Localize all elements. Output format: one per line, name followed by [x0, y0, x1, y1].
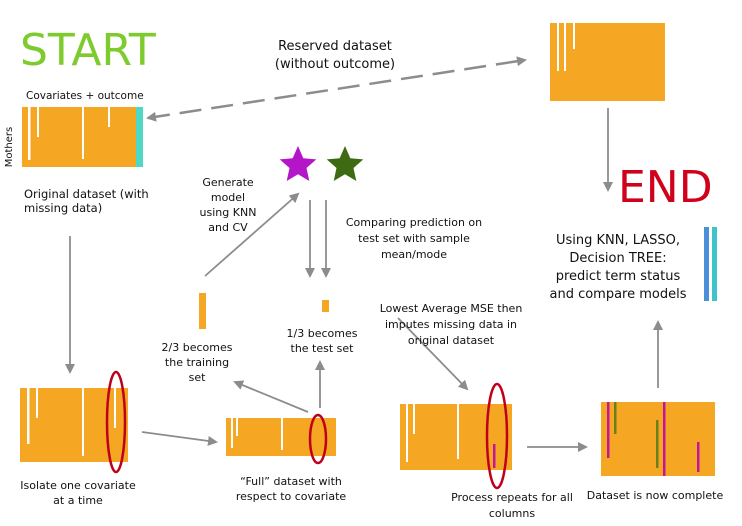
lowest-mse-label: Lowest Average MSE then imputes missing … [379, 302, 523, 347]
using-models-label: Using KNN, LASSO, Decision TREE: predict… [549, 233, 687, 302]
comparing-label: Comparing prediction on test set with sa… [345, 216, 483, 261]
model-bar-blue [704, 227, 709, 301]
test-set-bar [322, 300, 329, 312]
isolate-covariate-block [20, 370, 128, 474]
training-set-bar [199, 293, 206, 329]
test-set-label: 1/3 becomes the test set [286, 327, 358, 355]
complete-label: Dataset is now complete [586, 489, 724, 502]
complete-dataset-block [601, 402, 715, 476]
training-set-label: 2/3 becomes the training set [161, 341, 233, 384]
full-dataset-block [226, 413, 336, 465]
covariates-label: Covariates + outcome [26, 90, 144, 102]
mothers-label: Mothers [4, 126, 15, 168]
original-dataset-label: Original dataset (with missing data) [24, 187, 149, 215]
generate-model-label: Generate model using KNN and CV [199, 176, 257, 234]
star-icon-purple [279, 146, 317, 181]
isolate-covariate-label: Isolate one covariate at a time [20, 479, 136, 507]
full-dataset-label: “Full” dataset with respect to covariate [235, 475, 347, 503]
star-icon-green [326, 146, 364, 181]
start-label: START [20, 25, 156, 76]
model-bar-teal [712, 227, 717, 301]
flow-arrows [65, 108, 663, 452]
reserved-dataset-block [550, 23, 665, 101]
end-label: END [618, 162, 713, 213]
original-dataset-block [22, 107, 143, 167]
reserved-dataset-label: Reserved dataset (without outcome) [274, 39, 396, 72]
process-repeats-label: Process repeats for all columns [451, 491, 573, 520]
process-repeats-block [400, 382, 512, 490]
